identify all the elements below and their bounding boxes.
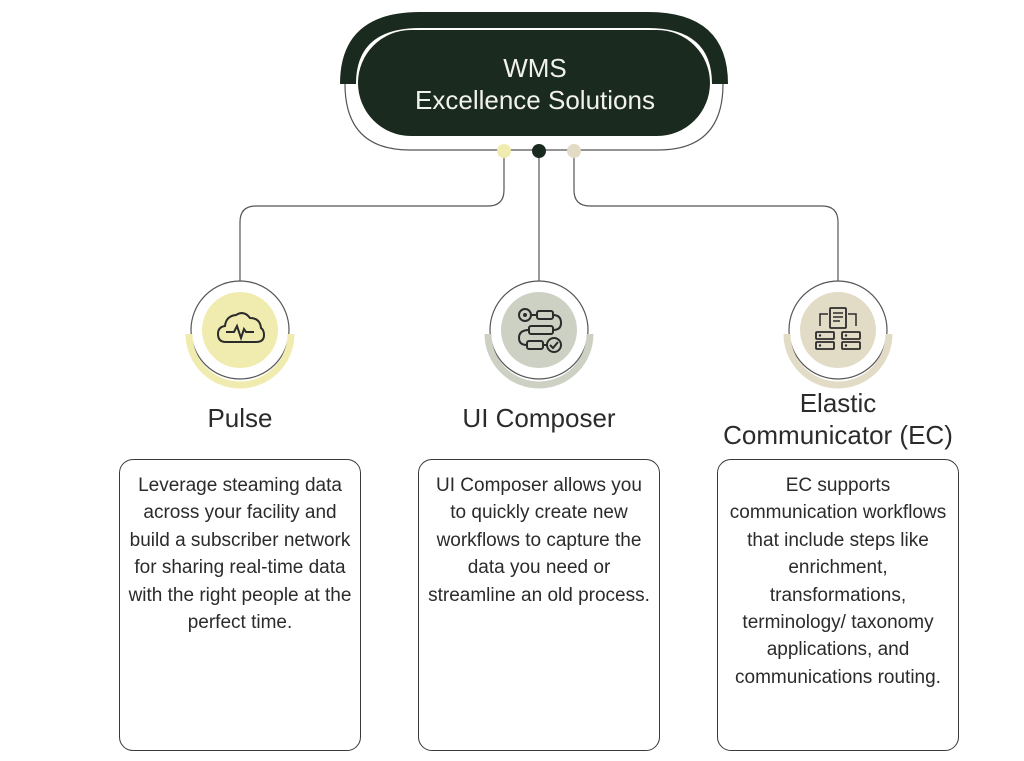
label-communicator-line-2: Communicator (EC) (723, 420, 953, 450)
card-composer: UI Composer allows you to quickly create… (418, 459, 660, 751)
dot-pulse (497, 144, 511, 158)
workflow-icon (511, 302, 567, 358)
label-communicator: Elastic Communicator (EC) (708, 387, 968, 451)
title-line-1: WMS (503, 53, 567, 83)
title-outer-arc (340, 12, 728, 84)
description-pulse: Leverage steaming data across your facil… (128, 475, 352, 634)
dot-composer (532, 144, 546, 158)
title-block: WMS Excellence Solutions (360, 32, 710, 136)
title-pill (358, 30, 710, 136)
node-pulse (185, 280, 295, 389)
description-communicator: EC supports communication workflows that… (729, 475, 947, 688)
description-composer: UI Composer allows you to quickly create… (428, 475, 650, 606)
dot-communicator (567, 144, 581, 158)
card-communicator: EC supports communication workflows that… (717, 459, 959, 751)
connector-communicator (573, 151, 839, 282)
card-pulse: Leverage steaming data across your facil… (119, 459, 361, 751)
label-composer: UI Composer (462, 403, 616, 433)
server-document-icon (810, 302, 866, 358)
cloud-pulse-icon (212, 302, 268, 358)
label-pulse: Pulse (207, 403, 273, 433)
title-line-2: Excellence Solutions (415, 85, 655, 115)
connector-pulse (239, 151, 505, 282)
label-communicator-line-1: Elastic (799, 388, 877, 418)
